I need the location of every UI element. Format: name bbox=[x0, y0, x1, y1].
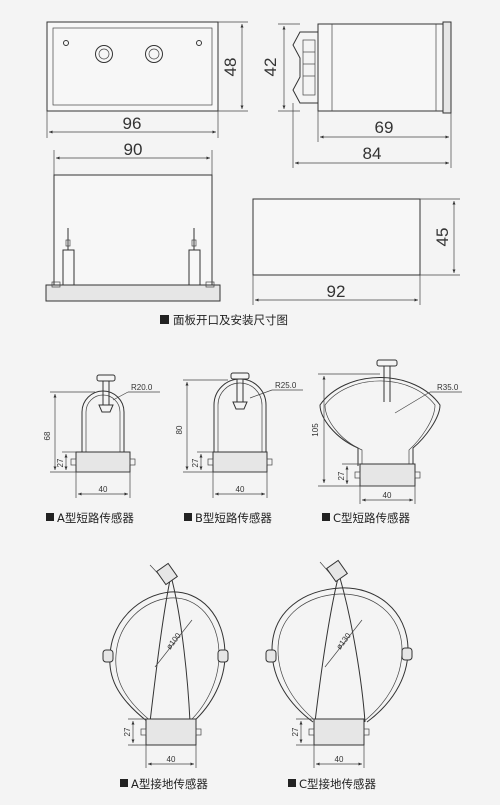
caption-bullet bbox=[160, 315, 169, 324]
side-height-label: 42 bbox=[261, 58, 280, 77]
cutout-width-label: 90 bbox=[124, 140, 143, 159]
cutout-height-label: 45 bbox=[433, 228, 452, 247]
panel-front-view: 48 96 bbox=[46, 21, 248, 138]
a-width-label: 40 bbox=[99, 485, 108, 494]
c-ground-diameter-label: ø130 bbox=[334, 631, 353, 651]
c-radius-label: R35.0 bbox=[437, 383, 459, 392]
a-ground-base-label: 27 bbox=[123, 727, 132, 736]
a-ground-caption: A型接地传感器 bbox=[131, 777, 208, 791]
caption-bullet bbox=[322, 513, 330, 521]
side-depth-label: 69 bbox=[375, 118, 394, 137]
panel-caption: 面板开口及安装尺寸图 bbox=[173, 313, 288, 327]
c-ground-width-label: 40 bbox=[335, 755, 344, 764]
cutout2-width-label: 92 bbox=[327, 282, 346, 301]
caption-bullet bbox=[288, 779, 296, 787]
c-short-sensor: R35.0 105 27 40 bbox=[311, 359, 462, 504]
panel-height-label: 48 bbox=[221, 58, 240, 77]
b-width-label: 40 bbox=[236, 485, 245, 494]
caption-bullet bbox=[184, 513, 192, 521]
c-base-label: 27 bbox=[337, 471, 346, 480]
b-short-sensor: R25.0 80 27 40 bbox=[175, 372, 303, 498]
caption-bullet bbox=[46, 513, 54, 521]
c-ground-base-label: 27 bbox=[291, 727, 300, 736]
b-height-label: 80 bbox=[175, 425, 184, 434]
b-radius-label: R25.0 bbox=[275, 381, 297, 390]
a-short-sensor: R20.0 68 27 40 bbox=[43, 374, 160, 498]
panel-side-view: 42 69 84 bbox=[261, 21, 452, 168]
a-ground-diameter-label: ø100 bbox=[164, 631, 183, 651]
cutout-size-view: 45 92 bbox=[252, 198, 460, 305]
c-width-label: 40 bbox=[383, 491, 392, 500]
a-ground-sensor: ø100 27 40 bbox=[102, 562, 229, 768]
panel-width-label: 96 bbox=[123, 114, 142, 133]
a-base-label: 27 bbox=[56, 458, 65, 467]
total-depth-label: 84 bbox=[363, 144, 382, 163]
a-short-caption: A型短路传感器 bbox=[57, 511, 134, 525]
b-short-caption: B型短路传感器 bbox=[195, 511, 272, 525]
a-height-label: 68 bbox=[43, 431, 52, 440]
panel-cutout-view: 90 bbox=[45, 140, 221, 302]
c-ground-sensor: ø130 27 40 bbox=[265, 559, 413, 768]
c-ground-caption: C型接地传感器 bbox=[299, 777, 377, 791]
a-radius-label: R20.0 bbox=[131, 383, 153, 392]
caption-bullet bbox=[120, 779, 128, 787]
b-base-label: 27 bbox=[191, 458, 200, 467]
c-short-caption: C型短路传感器 bbox=[333, 511, 411, 525]
a-ground-width-label: 40 bbox=[167, 755, 176, 764]
c-height-label: 105 bbox=[311, 423, 320, 437]
